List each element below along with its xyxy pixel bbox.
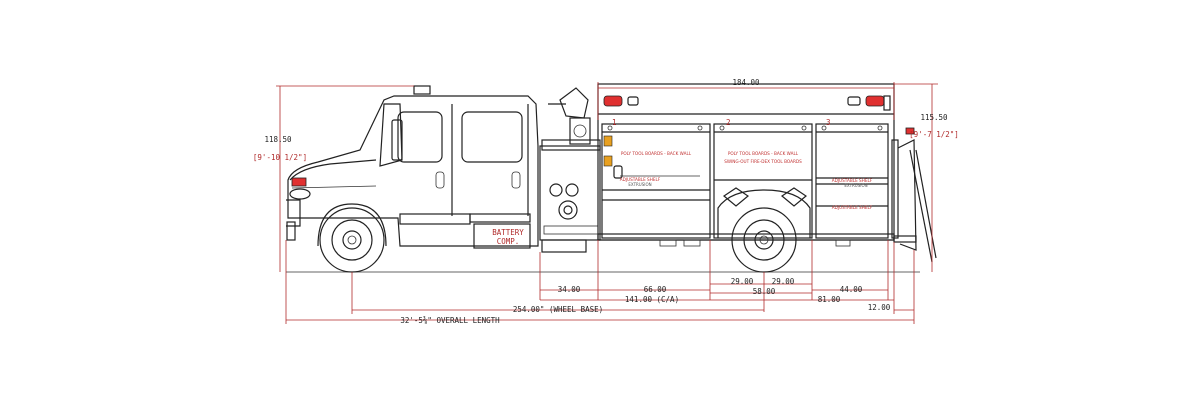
small-label-1: ADJUSTABLE SHELF (620, 177, 661, 182)
small-label-5: ADJUSTABLE SHELF (832, 205, 873, 210)
dim-cab-to-axle: 141.00 (C/A) (625, 295, 679, 304)
battery-label-line1: BATTERY (492, 228, 524, 237)
compartment-number-1: 1 (612, 118, 617, 127)
compartment-3 (815, 123, 889, 239)
amber-lamp-icon (603, 135, 613, 147)
dim-compartment-1: 66.00 (644, 285, 667, 294)
dim-cab-height-ft: [9'-10 1/2"] (253, 153, 307, 162)
dim-wheel-half-right: 29.00 (772, 277, 795, 286)
small-label-2: EXTRUSION (628, 182, 651, 187)
dim-wheel-well: 58.00 (753, 287, 776, 296)
apparatus-body (597, 83, 895, 247)
dim-tail-step: 12.00 (868, 303, 891, 312)
compartment-number-2: 2 (726, 118, 731, 127)
dim-compartment-3: 44.00 (840, 285, 863, 294)
amber-lamp-icon (603, 155, 613, 167)
truck-outline (286, 83, 937, 273)
small-label-3: ADJUSTABLE SHELF (832, 178, 873, 183)
compartment-1 (601, 123, 711, 239)
note-compartment-2a: POLY TOOL BOARDS - BACK WALL (728, 151, 799, 156)
note-compartment-2b: SWING-OUT FIRE-DEX TOOL BOARDS (724, 159, 802, 164)
dim-wheel-half-left: 29.00 (731, 277, 754, 286)
body-warning-light-icon (865, 95, 885, 107)
dim-body-height-ft: [9'-7 1/2"] (909, 130, 959, 139)
body-warning-light-icon (603, 95, 623, 107)
battery-compartment (473, 223, 531, 249)
dim-body-height: 115.50 (920, 113, 948, 122)
dim-wheel-base: 254.00" (WHEEL BASE) (513, 305, 603, 314)
drawing-labels: BATTERY COMP. 1 2 3 POLY TOOL BOARDS - B… (492, 118, 873, 246)
dim-body-length: 184.00 (732, 78, 760, 87)
tail-lamp-icon (905, 127, 915, 135)
compartment-number-3: 3 (826, 118, 831, 127)
pump-panel (539, 87, 601, 253)
note-compartment-1: POLY TOOL BOARDS - BACK WALL (621, 151, 692, 156)
front-wheel (317, 203, 387, 273)
battery-label-line2: COMP. (497, 237, 520, 246)
headlight-lamp-icon (291, 177, 307, 187)
dim-pump-panel: 34.00 (558, 285, 581, 294)
dim-overall-length: 32'-5⅜" OVERALL LENGTH (400, 316, 500, 325)
small-label-4: EXTRUSION (844, 183, 867, 188)
dimension-lines (276, 82, 938, 324)
cab (286, 85, 539, 249)
dimension-labels: 184.00 118.50 [9'-10 1/2"] 115.50 [9'-7 … (253, 78, 959, 325)
rear-ladder (891, 127, 937, 263)
compartment-2 (713, 123, 813, 239)
dim-rear-overhang: 81.00 (818, 295, 841, 304)
dim-cab-height: 118.50 (264, 135, 292, 144)
